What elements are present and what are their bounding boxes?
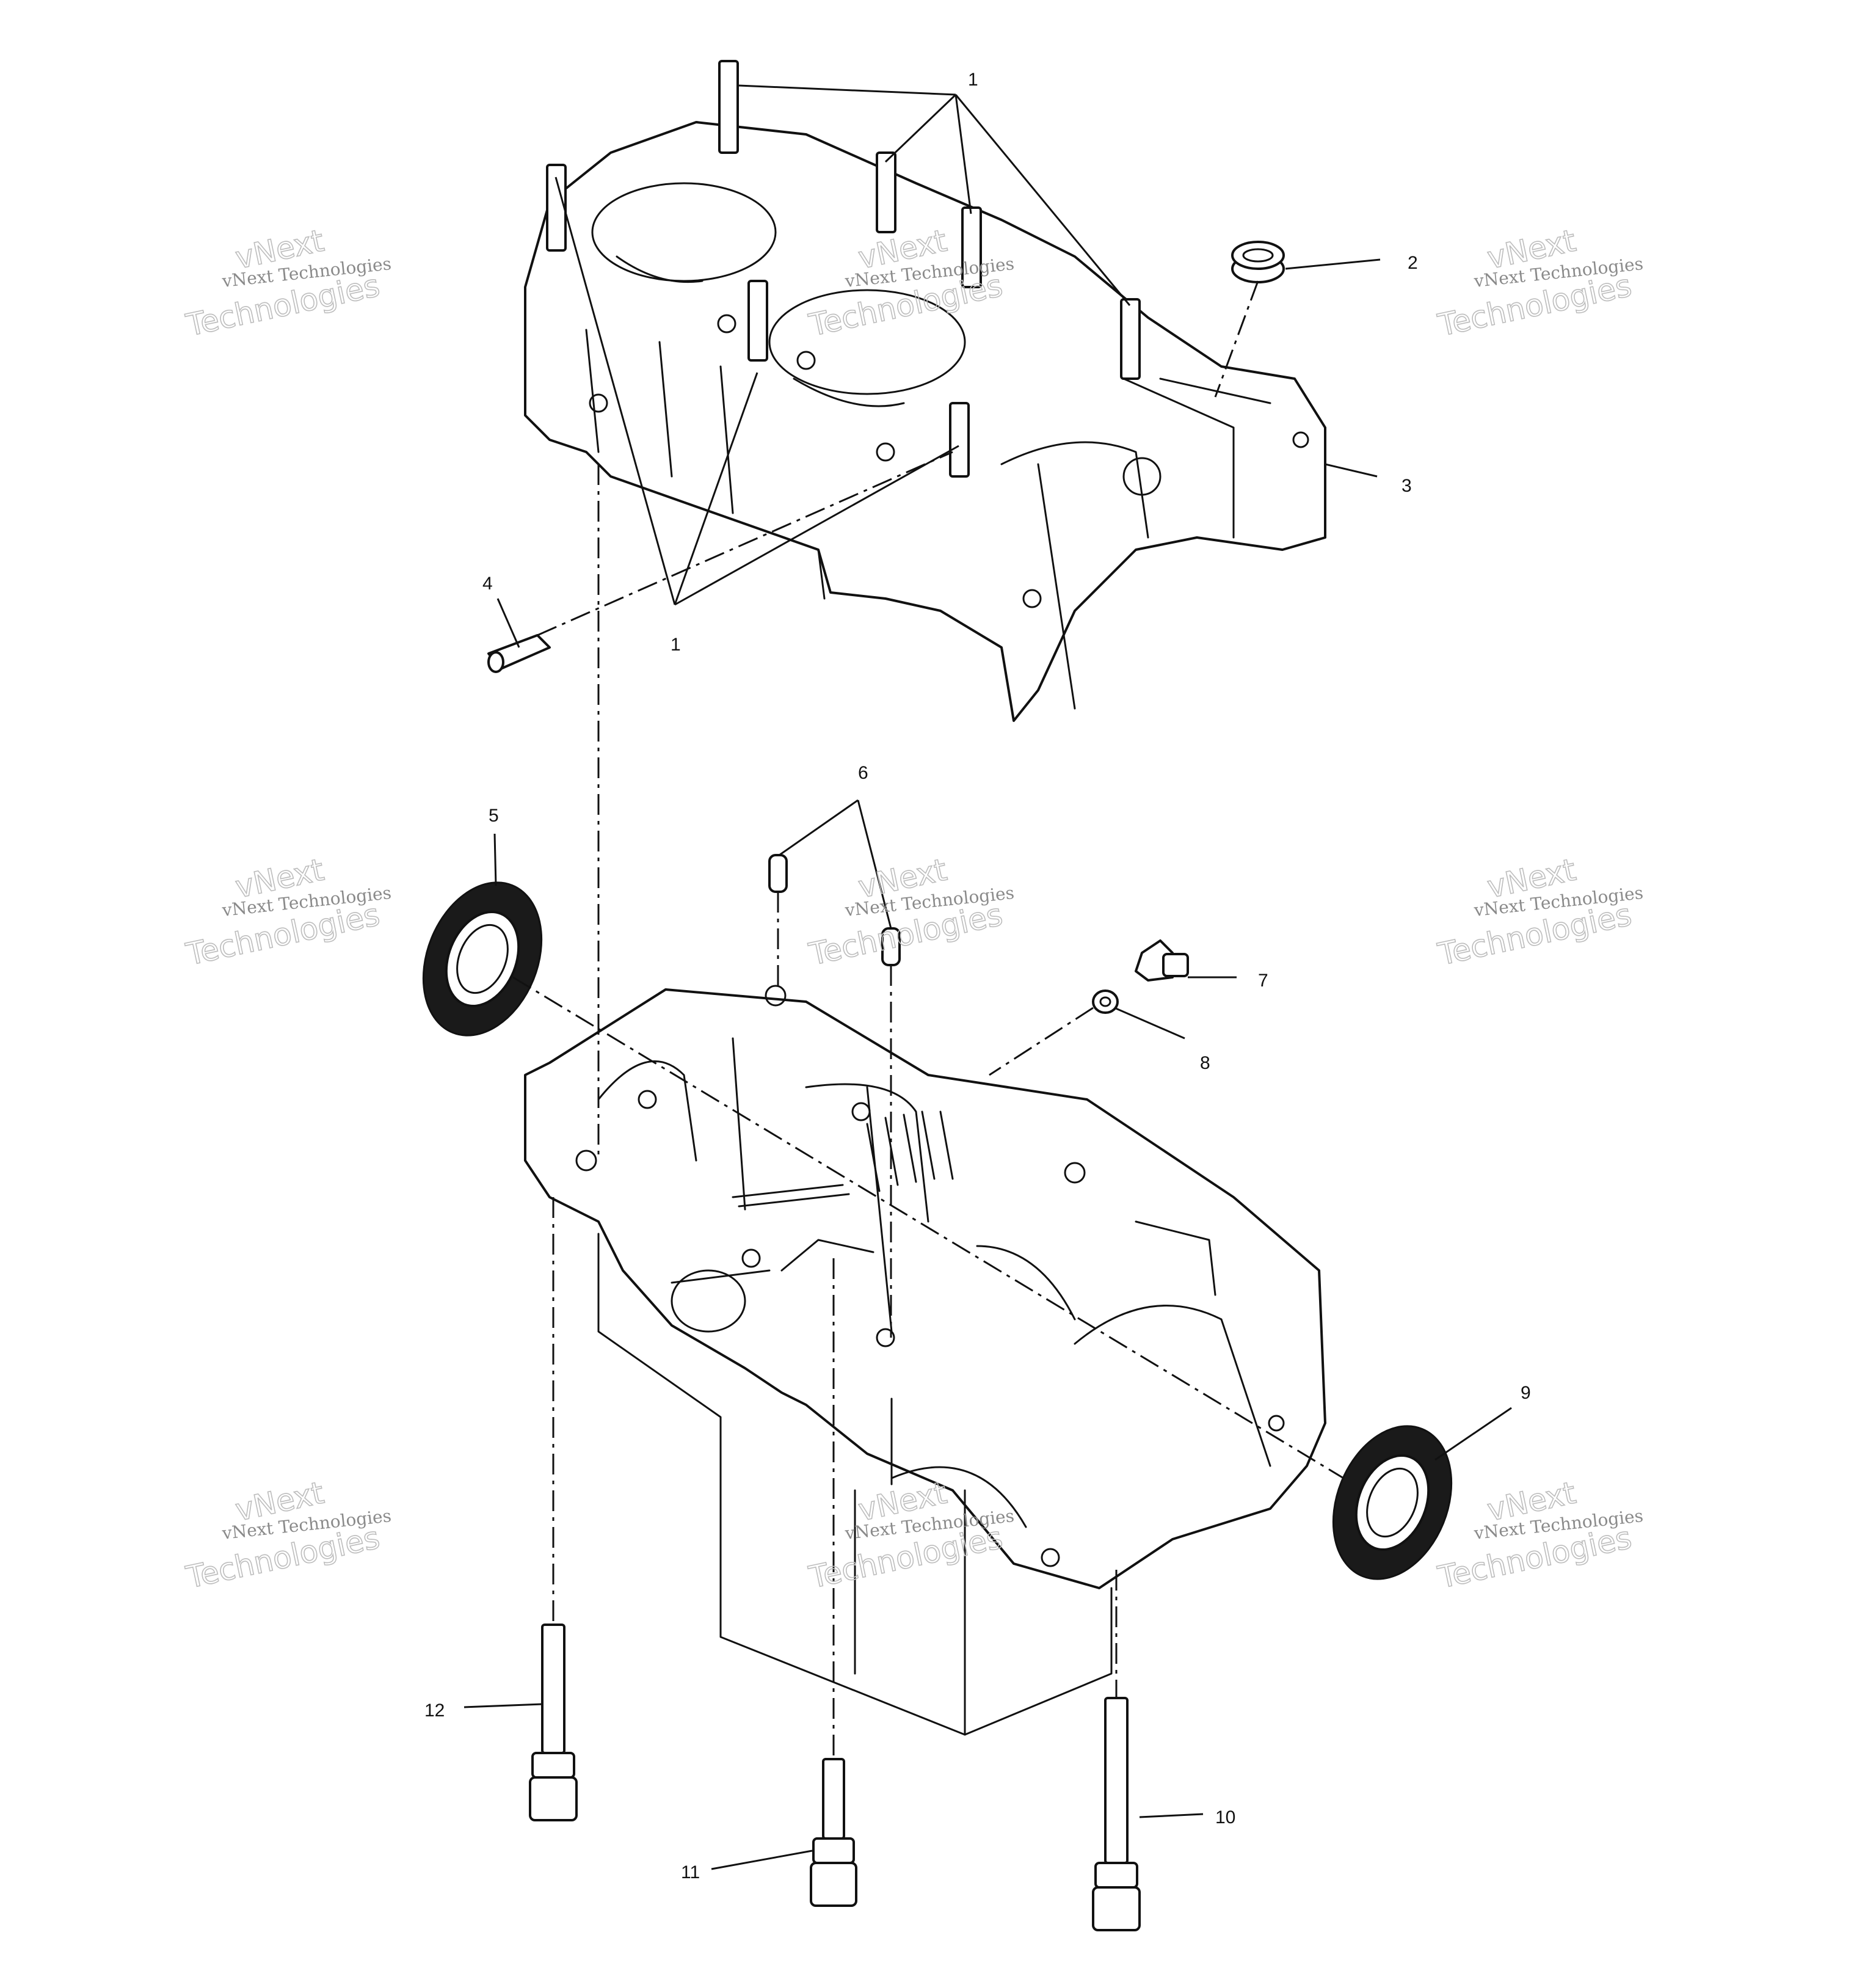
bolt-11 [810, 1758, 857, 1907]
callout-1-top: 1 [968, 70, 978, 90]
callout-9: 9 [1521, 1383, 1531, 1403]
callout-2: 2 [1408, 253, 1418, 273]
watermark-top-left: vNext vNext Technologies Technologies [183, 222, 393, 344]
alignment-centerlines [512, 280, 1344, 1759]
lower-crankcase [524, 985, 1326, 1736]
callout-10: 10 [1215, 1807, 1235, 1828]
oil-seal-left [422, 881, 543, 1037]
drain-bolt [1135, 939, 1189, 982]
bolt-12 [529, 1624, 578, 1821]
callout-labels: 1 1 2 3 4 5 6 7 8 9 10 11 12 [424, 70, 1531, 1882]
cylinder-studs [546, 60, 1141, 478]
callout-4: 4 [482, 574, 493, 594]
callout-3: 3 [1402, 476, 1412, 496]
pin [487, 634, 551, 673]
callout-12: 12 [424, 1700, 445, 1721]
oil-seal-right [1332, 1425, 1453, 1580]
bolt-10 [1092, 1697, 1141, 1931]
plug-cap [1231, 241, 1285, 283]
upper-crankcase [524, 121, 1326, 722]
washer [1092, 989, 1119, 1014]
watermark-mid-left: vNext vNext Technologies Technologies [183, 851, 393, 973]
callout-8: 8 [1200, 1053, 1210, 1073]
watermark-bottom-left: vNext vNext Technologies Technologies [183, 1474, 393, 1596]
watermark-top-right: vNext vNext Technologies Technologies [1434, 222, 1645, 344]
callout-6: 6 [858, 763, 868, 783]
callout-7: 7 [1258, 971, 1268, 991]
watermark-mid-right: vNext vNext Technologies Technologies [1434, 851, 1645, 973]
watermark-mid-center: vNext vNext Technologies Technologies [805, 851, 1016, 973]
callout-5: 5 [489, 806, 499, 826]
callout-11: 11 [681, 1862, 700, 1882]
leader-lines [464, 84, 1512, 1870]
callout-1-bottom: 1 [671, 635, 681, 655]
watermark-bottom-right: vNext vNext Technologies Technologies [1434, 1474, 1645, 1596]
